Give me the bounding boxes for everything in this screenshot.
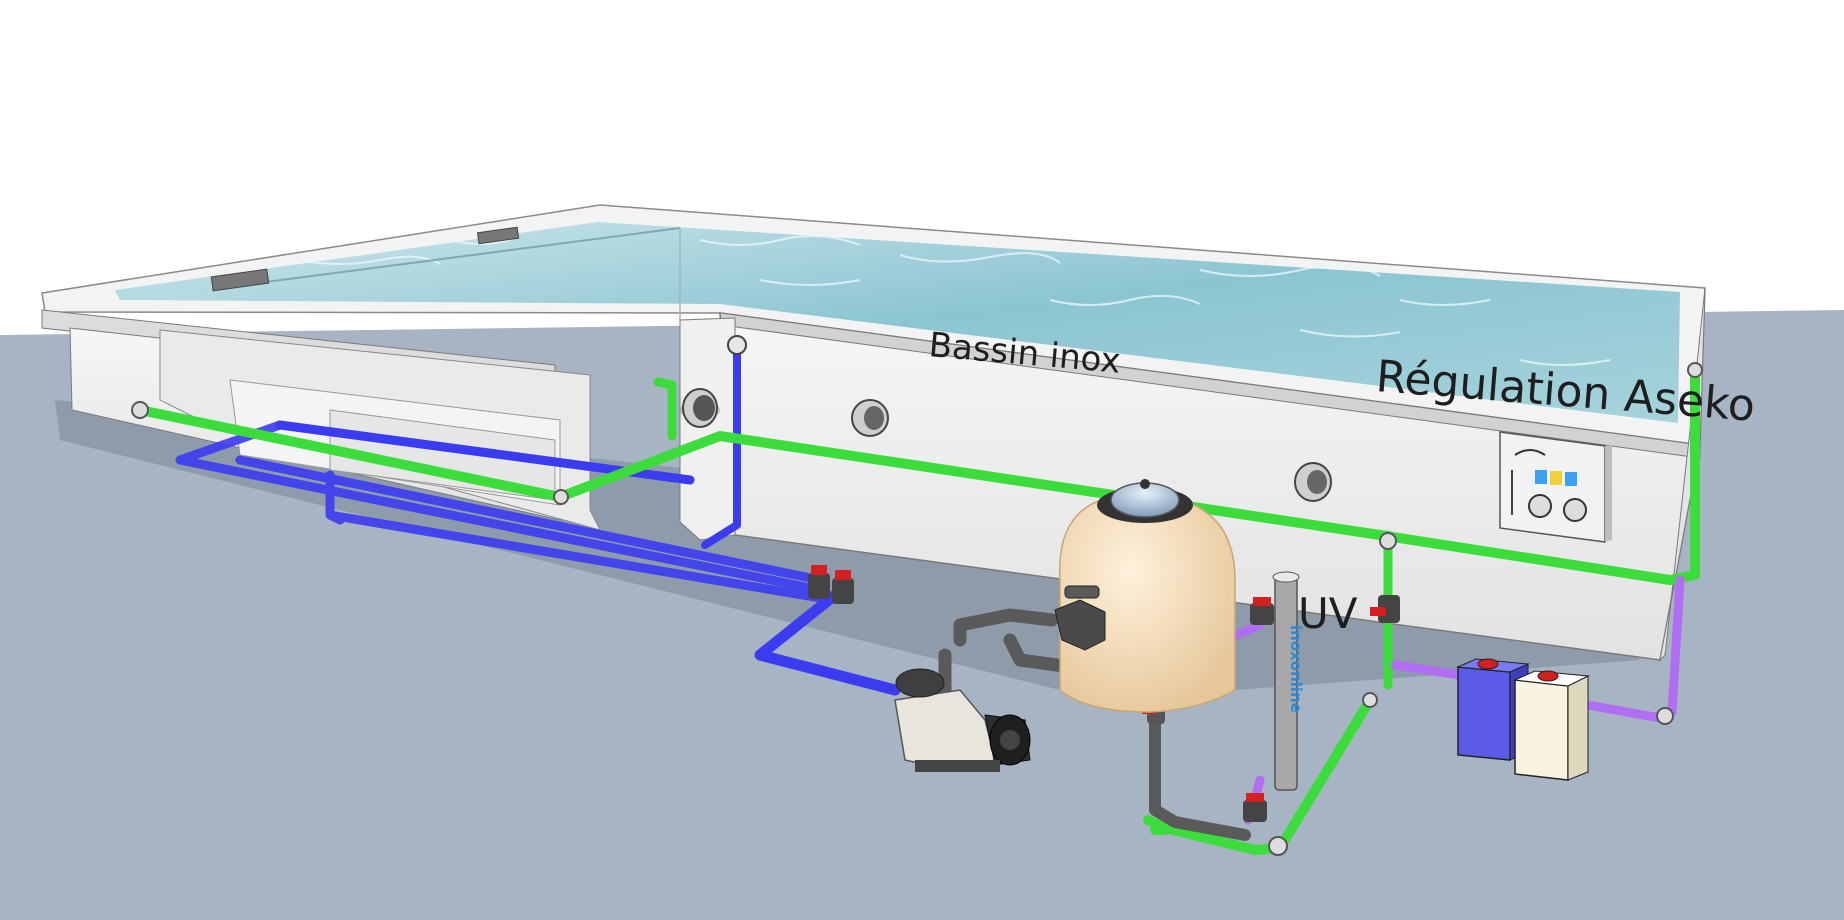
return-pipes-green bbox=[131, 362, 1703, 856]
basin-inner-corner-wall bbox=[679, 317, 736, 541]
return-nozzles bbox=[680, 388, 1332, 502]
valve-icon bbox=[1250, 597, 1274, 625]
chemical-tanks bbox=[1456, 658, 1590, 781]
valve-icon bbox=[1370, 595, 1400, 623]
uv-brand-text: inoxonline bbox=[1287, 625, 1305, 713]
control-box-icon bbox=[1499, 431, 1612, 543]
skimmer-icon bbox=[476, 226, 520, 245]
skimmer-icon bbox=[210, 268, 270, 292]
water-ripples bbox=[299, 235, 1611, 366]
return-nozzle-icon bbox=[851, 399, 889, 437]
uv-lamp-icon: inoxonline bbox=[1272, 571, 1305, 791]
valve-icon bbox=[808, 565, 830, 599]
return-nozzle-icon bbox=[1294, 462, 1332, 502]
suction-pipes-blue bbox=[175, 335, 901, 696]
sand-filter-icon bbox=[1054, 479, 1236, 713]
pool-pump-icon bbox=[894, 668, 1031, 772]
valve-icon bbox=[832, 570, 854, 604]
valve-icon bbox=[1243, 793, 1267, 822]
chemical-tank-icon bbox=[1513, 670, 1590, 781]
stainless-basin bbox=[41, 204, 1706, 662]
return-nozzle-icon bbox=[680, 388, 720, 428]
uv-label: UV bbox=[1298, 589, 1358, 638]
